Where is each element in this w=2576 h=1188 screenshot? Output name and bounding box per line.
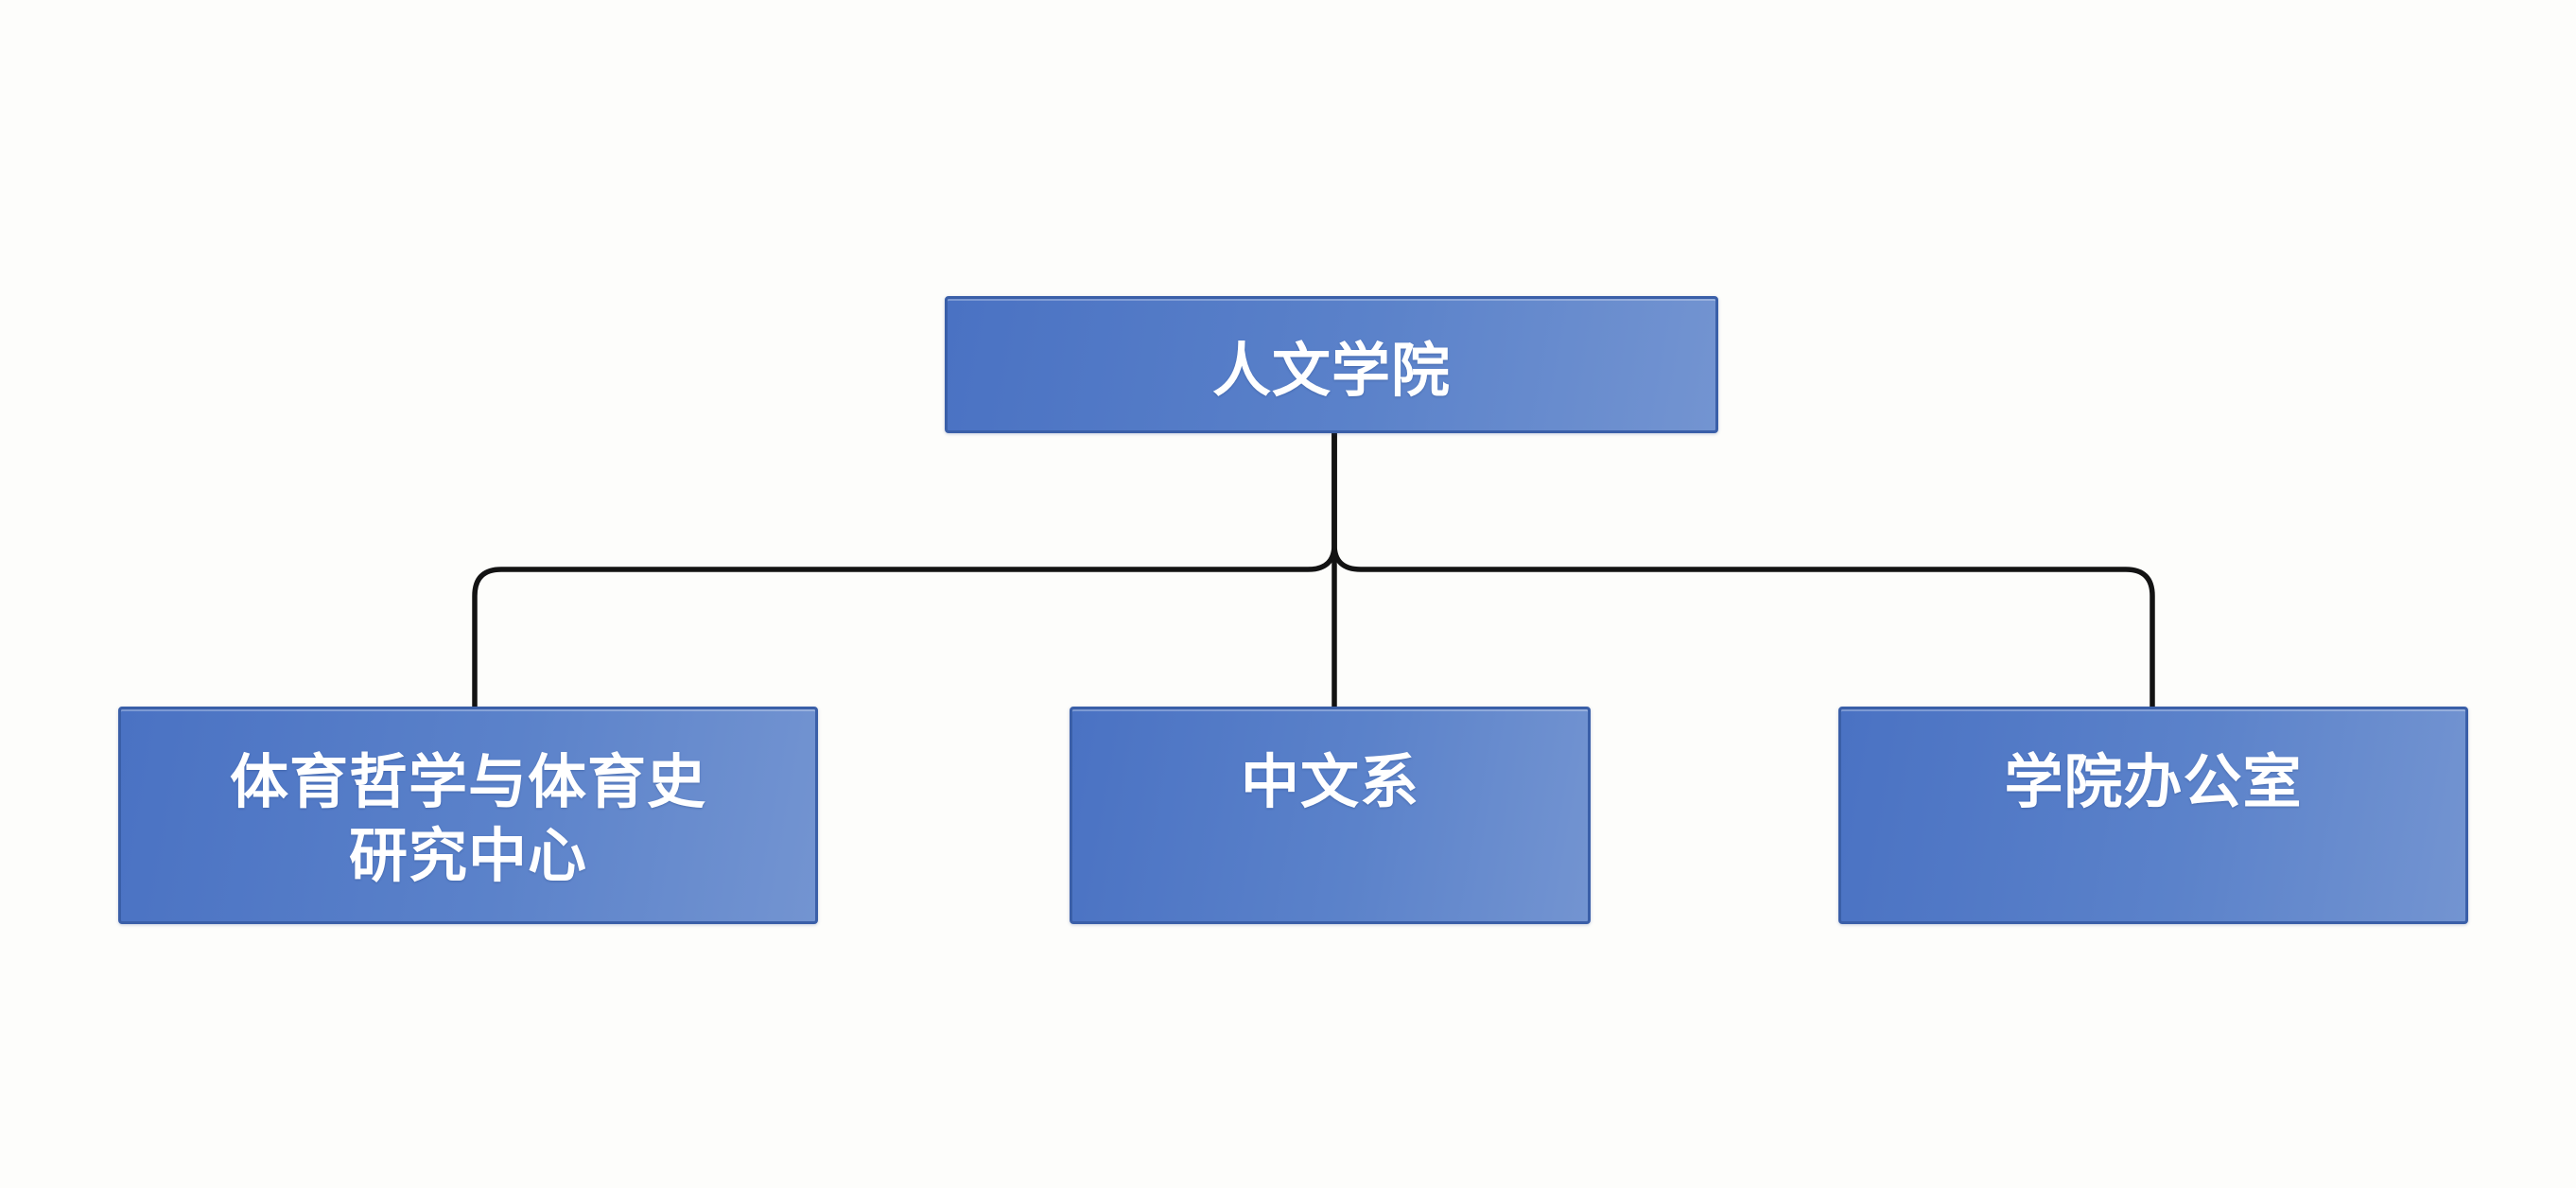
org-node-root: 人文学院 (945, 296, 1718, 433)
connector-branch-left (472, 431, 1337, 709)
org-node-label-line: 中文系 (1240, 750, 1419, 815)
org-node-label-line: 研究中心 (348, 824, 587, 889)
org-node-research-center: 体育哲学与体育史 研究中心 (118, 707, 818, 924)
org-node-label-line: 学院办公室 (2004, 750, 2303, 815)
org-node-label-line: 体育哲学与体育史 (229, 750, 706, 815)
org-node-chinese-department: 中文系 (1070, 707, 1591, 924)
org-node-college-office: 学院办公室 (1838, 707, 2468, 924)
org-node-root-label: 人文学院 (1211, 338, 1451, 404)
connector-branch-right (1332, 431, 2155, 709)
